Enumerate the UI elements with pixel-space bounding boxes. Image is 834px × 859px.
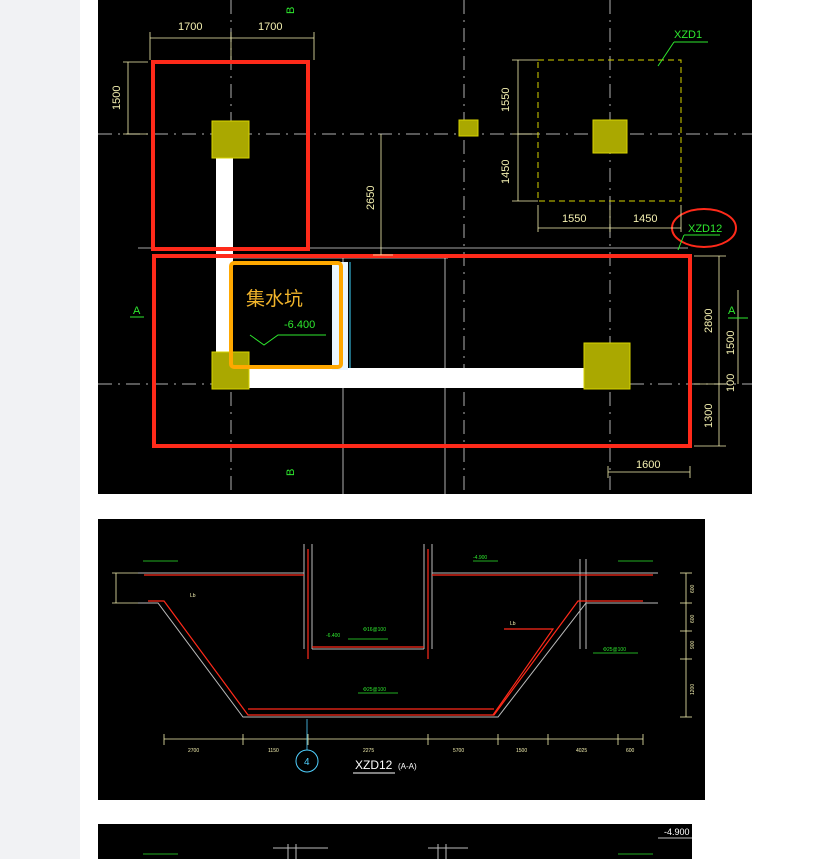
dim-far-right-4: 1300 bbox=[703, 404, 715, 428]
axis-number: 4 bbox=[304, 757, 310, 768]
dim-right-row-2: 1450 bbox=[633, 213, 657, 225]
sec-level-top: -4.900 bbox=[473, 555, 487, 561]
axis-label-b-bottom: B bbox=[285, 469, 297, 476]
dim-far-right-2: 1500 bbox=[725, 331, 737, 355]
dim-right-row-1: 1550 bbox=[562, 213, 586, 225]
sec-dim-3: 2275 bbox=[363, 748, 374, 754]
axis-label-a-left: A bbox=[133, 305, 141, 317]
dim-far-right-1: 2800 bbox=[703, 309, 715, 333]
pit-label: 集水坑 bbox=[246, 288, 303, 310]
left-gutter bbox=[0, 0, 80, 859]
section-caption: XZD12 bbox=[355, 758, 393, 772]
dimension-lines bbox=[123, 32, 739, 478]
bottom-dim-chain bbox=[112, 572, 692, 745]
sec-dim-6: 4025 bbox=[576, 748, 587, 754]
red-box-upper bbox=[151, 60, 310, 251]
sec-right-dim-2: 600 bbox=[690, 614, 696, 623]
section-svg: 2700 1150 2275 5700 1500 4025 600 600 60… bbox=[112, 544, 696, 774]
dim-far-right-3: 100 bbox=[725, 374, 737, 392]
xzd1-outline bbox=[537, 59, 682, 202]
section2-svg: -4.900 bbox=[143, 827, 692, 859]
section-outline bbox=[138, 544, 658, 718]
sec-dim-7: 600 bbox=[626, 748, 635, 754]
dim-right-col-1: 1550 bbox=[500, 88, 512, 112]
dim-right-col-2: 1450 bbox=[500, 160, 512, 184]
pit-level: -6.400 bbox=[284, 319, 315, 331]
leaders bbox=[130, 41, 748, 319]
dim-left: 1500 bbox=[111, 86, 123, 110]
sec-tag-right: Lb bbox=[510, 621, 516, 627]
sec-rebar-3: Φ25@100 bbox=[603, 647, 626, 653]
dim-top-1: 1700 bbox=[178, 21, 202, 33]
rebar bbox=[144, 549, 653, 716]
sec-right-dim-4: 1200 bbox=[690, 684, 696, 695]
section-caption-sub: (A-A) bbox=[398, 762, 417, 771]
sec-level-mid: -6.400 bbox=[326, 633, 340, 639]
dim-bottom: 1600 bbox=[636, 459, 660, 471]
sec-rebar-1: Φ16@100 bbox=[363, 627, 386, 633]
sec-dim-1: 2700 bbox=[188, 748, 199, 754]
dim-top-2: 1700 bbox=[258, 21, 282, 33]
pit-highlight-box bbox=[229, 261, 343, 369]
axis-label-b-top: B bbox=[285, 7, 297, 14]
section2-lines bbox=[273, 844, 468, 859]
section-leaders bbox=[143, 560, 653, 694]
grid-lines bbox=[98, 0, 752, 494]
sec-dim-5: 1500 bbox=[516, 748, 527, 754]
sec-dim-2: 1150 bbox=[268, 748, 279, 754]
foundation-plan-drawing: 1700 1700 1500 2650 1550 1450 1550 1450 … bbox=[98, 0, 752, 494]
label-xzd1: XZD1 bbox=[674, 29, 702, 41]
axis-label-a-right: A bbox=[728, 305, 736, 317]
label-xzd12: XZD12 bbox=[688, 223, 722, 235]
plan-svg: 1700 1700 1500 2650 1550 1450 1550 1450 … bbox=[98, 0, 752, 494]
columns bbox=[211, 119, 631, 390]
pit-walls bbox=[216, 152, 586, 388]
sec-dim-4: 5700 bbox=[453, 748, 464, 754]
sec-rebar-2: Φ25@100 bbox=[363, 687, 386, 693]
sec-tag-left: Lb bbox=[190, 593, 196, 599]
sec-right-dim-3: 900 bbox=[690, 640, 696, 649]
section-drawing: 2700 1150 2275 5700 1500 4025 600 600 60… bbox=[98, 519, 705, 800]
level-marker bbox=[249, 334, 326, 346]
section-drawing-2: -4.900 bbox=[98, 824, 692, 859]
red-box-lower bbox=[152, 254, 692, 448]
dim-mid: 2650 bbox=[365, 186, 377, 210]
sec-right-dim-1: 600 bbox=[690, 584, 696, 593]
sec2-level-top: -4.900 bbox=[664, 827, 690, 837]
